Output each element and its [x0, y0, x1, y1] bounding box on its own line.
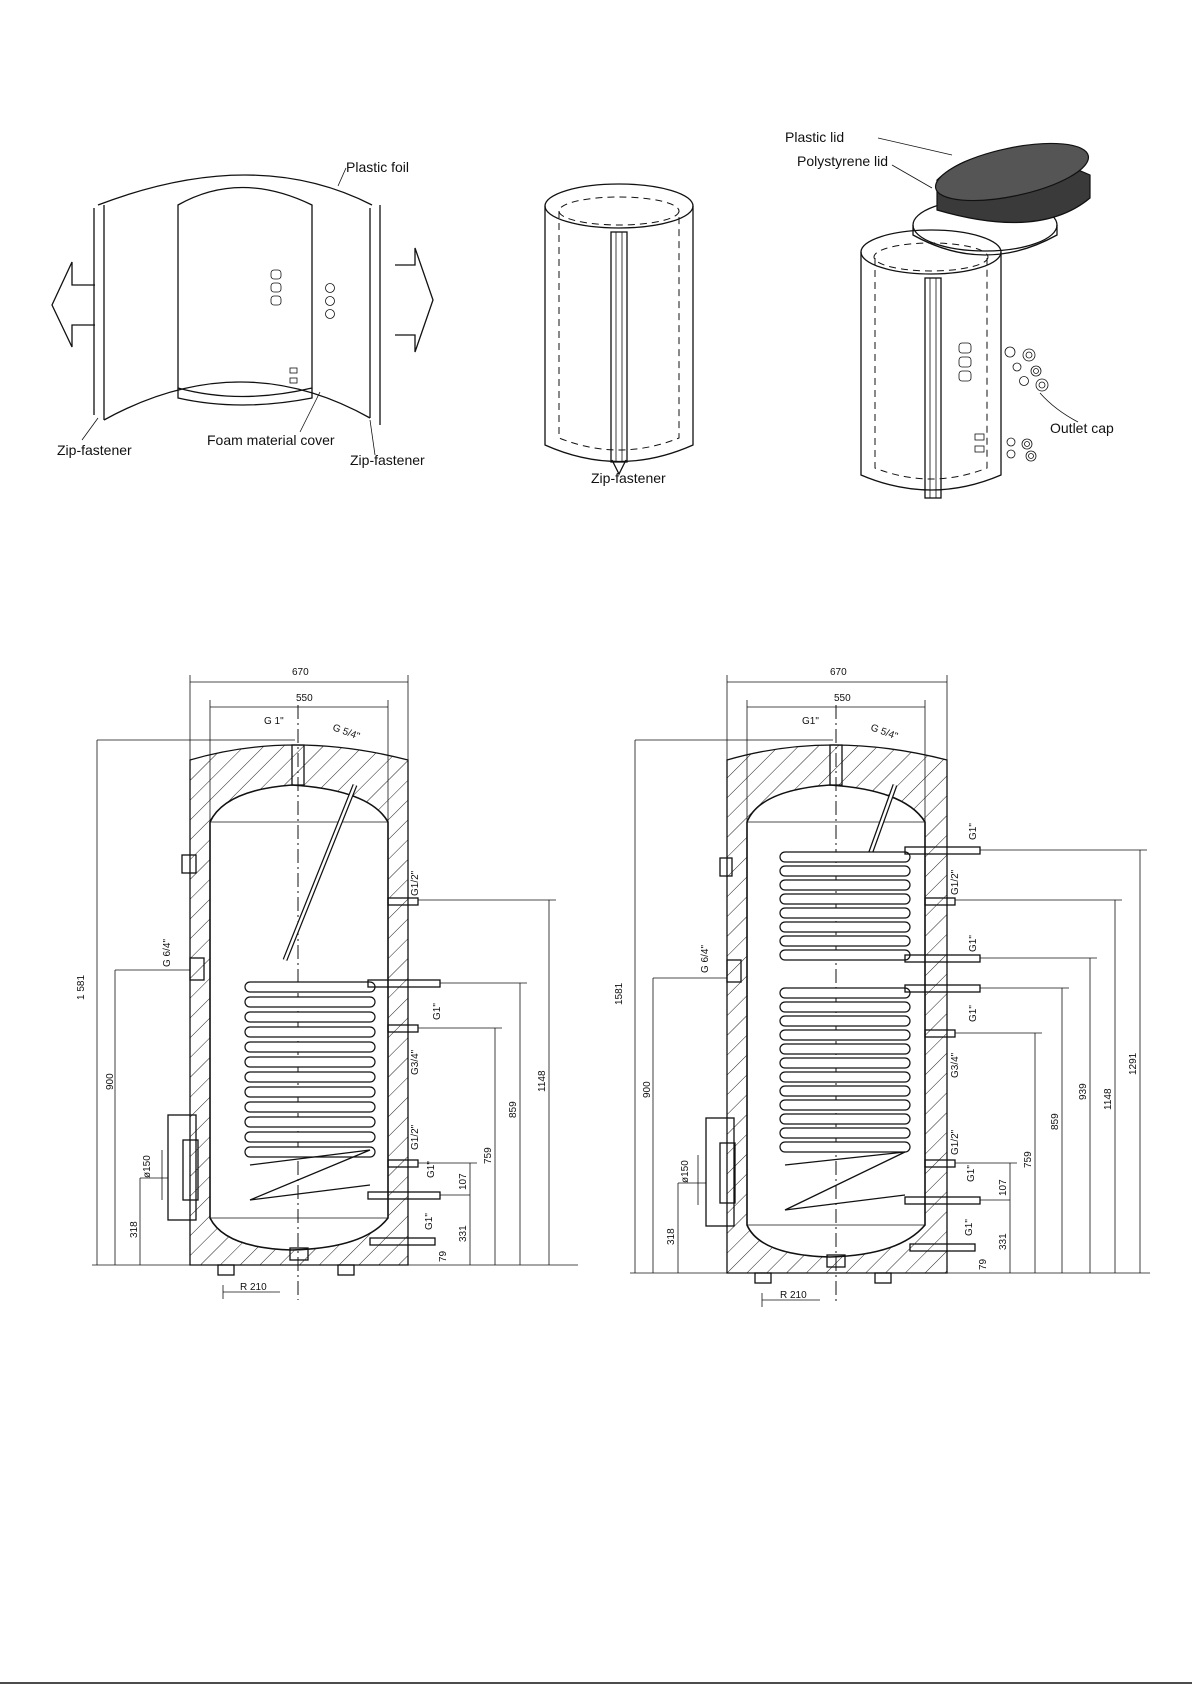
height-759: 759: [483, 1147, 494, 1164]
port-label-g12: G1/2": [410, 870, 421, 896]
port-label-g34: G3/4": [950, 1052, 961, 1078]
radius-210: R 210: [780, 1290, 807, 1301]
height-759: 759: [1023, 1151, 1034, 1168]
port-label-g64: G 6/4": [700, 945, 711, 973]
right-arrow-icon: [395, 247, 434, 353]
zip-fastener-label: Zip-fastener: [591, 470, 666, 486]
height-1148: 1148: [1103, 1088, 1114, 1110]
left-arrow-icon: [51, 261, 95, 348]
port-label-g12: G1/2": [950, 1129, 961, 1155]
port-label-g34: G3/4": [410, 1049, 421, 1075]
tank-drawing-single-coil: 670 550 G 1" G 5/4" 1 581 900 318 ø150 G…: [76, 667, 578, 1300]
height-318: 318: [129, 1221, 140, 1238]
polystyrene-lid-label: Polystyrene lid: [797, 153, 888, 169]
port-label-g1: G1": [966, 1165, 977, 1182]
plastic-lid-label: Plastic lid: [785, 129, 844, 145]
port-label-g12: G1/2": [950, 869, 961, 895]
diameter-670: 670: [830, 667, 847, 678]
height-79: 79: [978, 1258, 989, 1270]
height-107: 107: [998, 1179, 1009, 1196]
zip-fastener-label: Zip-fastener: [350, 452, 425, 468]
height-1148: 1148: [537, 1070, 548, 1092]
height-900: 900: [642, 1081, 653, 1098]
height-107: 107: [458, 1173, 469, 1190]
port-label-g1: G1": [802, 716, 819, 727]
foam-cover-illustration: Plastic foil Zip-fastener Foam material …: [51, 159, 434, 468]
height-900: 900: [105, 1073, 116, 1090]
port-label-g1: G1": [968, 935, 979, 952]
foam-cover-label: Foam material cover: [207, 432, 335, 448]
height-939: 939: [1078, 1083, 1089, 1100]
height-1291: 1291: [1128, 1052, 1139, 1075]
height-318: 318: [666, 1228, 677, 1245]
radius-210: R 210: [240, 1282, 267, 1293]
plastic-foil-label: Plastic foil: [346, 159, 409, 175]
diameter-670: 670: [292, 667, 309, 678]
port-label-g54: G 5/4": [331, 722, 362, 742]
height-331: 331: [458, 1225, 469, 1242]
port-label-g1: G1": [426, 1161, 437, 1178]
height-859: 859: [508, 1101, 519, 1118]
flange-diameter: ø150: [680, 1160, 691, 1183]
heat-exchanger-coil: [244, 981, 376, 1201]
port-label-g1: G1": [968, 1005, 979, 1022]
lower-coil: [779, 987, 911, 1211]
height-859: 859: [1050, 1113, 1061, 1130]
height-1581: 1581: [614, 982, 625, 1005]
diameter-550: 550: [296, 693, 313, 704]
height-331: 331: [998, 1233, 1009, 1250]
port-label-g1: G1": [424, 1213, 435, 1230]
outlet-cap-label: Outlet cap: [1050, 420, 1114, 436]
closed-cover-illustration: Zip-fastener: [544, 183, 694, 486]
tank-drawing-twin-coil: 670 550 G1" G 5/4" 1581 900 318 ø150 G 6…: [614, 667, 1150, 1307]
port-label-g54: G 5/4": [869, 722, 900, 742]
port-label-g1: G 1": [264, 716, 284, 727]
port-label-g1: G1": [964, 1219, 975, 1236]
port-label-g64: G 6/4": [162, 939, 173, 967]
upper-coil: [779, 851, 911, 961]
lids-illustration: Plastic lid Polystyrene lid Outlet cap: [785, 129, 1114, 499]
height-1581: 1 581: [76, 975, 87, 1000]
height-79: 79: [438, 1250, 449, 1262]
port-label-g1: G1": [432, 1003, 443, 1020]
port-label-g12: G1/2": [410, 1124, 421, 1150]
flange-diameter: ø150: [142, 1155, 153, 1178]
diameter-550: 550: [834, 693, 851, 704]
zip-fastener-label: Zip-fastener: [57, 442, 132, 458]
port-label-g1: G1": [968, 823, 979, 840]
